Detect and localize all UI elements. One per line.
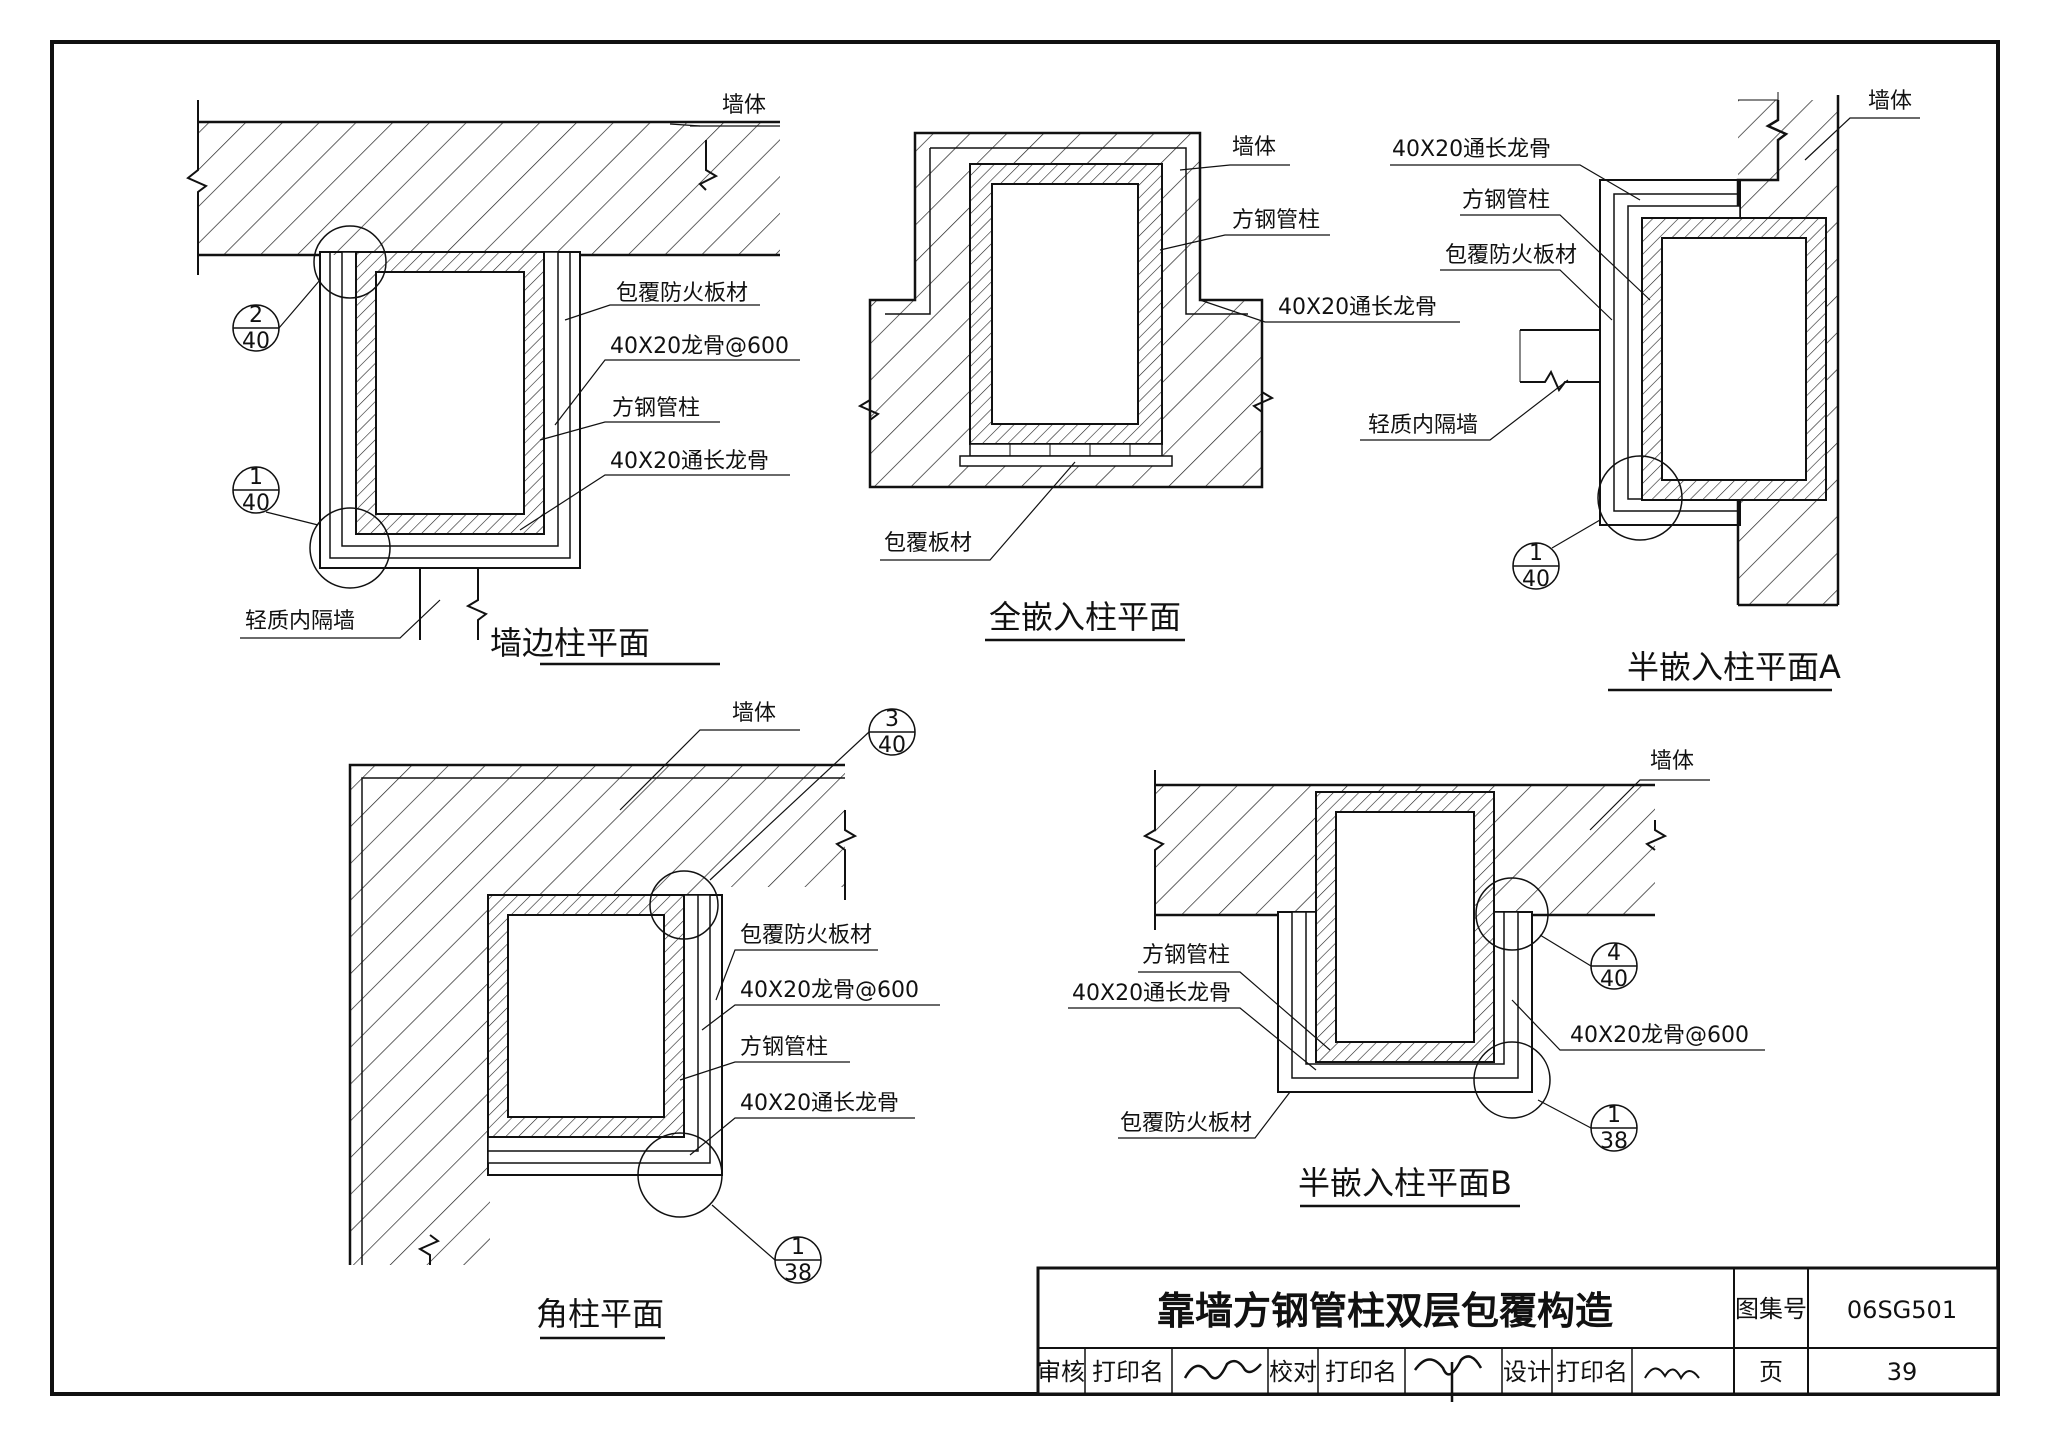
detail-ref-bubble: 1 40 xyxy=(232,465,319,526)
ref-page: 38 xyxy=(1600,1129,1628,1154)
detail-ref-bubble: 1 38 xyxy=(711,1204,822,1286)
title-block: 靠墙方钢管柱双层包覆构造 图集号 06SG501 页 39 审核 打印名 校对 … xyxy=(1036,1266,2000,1402)
label-keel600: 40X20龙骨@600 xyxy=(740,978,919,1003)
label-keel-long: 40X20通长龙骨 xyxy=(740,1091,899,1116)
label-column: 方钢管柱 xyxy=(1462,188,1550,213)
detail-ref-bubble: 1 40 xyxy=(1512,519,1601,592)
ref-page: 40 xyxy=(1522,567,1550,592)
page-number: 39 xyxy=(1887,1358,1918,1386)
ref-num: 1 xyxy=(791,1235,805,1260)
label-wall: 墙体 xyxy=(722,93,766,118)
detail-circle xyxy=(637,1132,723,1218)
panel-half-embed-b: 4 40 1 38 墙体 方钢管柱 40X20通长龙骨 40X20龙骨@600 … xyxy=(1068,749,1765,1208)
ref-page: 40 xyxy=(242,491,270,516)
label-partition: 轻质内隔墙 xyxy=(245,609,355,634)
label-column: 方钢管柱 xyxy=(740,1035,828,1060)
label-keel-long: 40X20通长龙骨 xyxy=(610,449,769,474)
print-name: 打印名 xyxy=(1325,1358,1397,1386)
panel-title: 全嵌入柱平面 xyxy=(989,598,1181,636)
ref-page: 40 xyxy=(878,733,906,758)
ref-page: 40 xyxy=(1600,967,1628,992)
label-wall: 墙体 xyxy=(1650,749,1694,774)
panel-corner-column: 3 40 1 38 墙体 包覆防火板材 40X20龙骨@600 方钢管柱 40X… xyxy=(348,701,940,1340)
label-board: 包覆防火板材 xyxy=(616,281,748,306)
detail-ref-bubble: 1 38 xyxy=(1537,1099,1638,1154)
review-label: 审核 xyxy=(1037,1358,1085,1386)
detail-ref-bubble: 4 40 xyxy=(1539,934,1638,992)
label-wall: 墙体 xyxy=(1232,135,1276,160)
sheet-border xyxy=(50,40,2000,1396)
ref-num: 1 xyxy=(249,465,263,490)
ref-num: 2 xyxy=(249,303,263,328)
label-keel600: 40X20龙骨@600 xyxy=(1570,1023,1749,1048)
detail-ref-bubble: 2 40 xyxy=(232,279,321,354)
panel-half-embed-a: 1 40 墙体 40X20通长龙骨 方钢管柱 包覆防火板材 轻质内隔墙 半嵌入柱… xyxy=(1360,89,1920,692)
label-column: 方钢管柱 xyxy=(1232,208,1320,233)
detail-circle xyxy=(1597,455,1683,541)
detail-circle xyxy=(649,870,719,940)
check-label: 校对 xyxy=(1269,1358,1317,1386)
print-name: 打印名 xyxy=(1556,1358,1628,1386)
label-keel-long: 40X20通长龙骨 xyxy=(1072,981,1231,1006)
panel-wall-edge-column: 2 40 1 40 墙体 包覆防火板材 40X20龙骨@600 方钢管柱 40X… xyxy=(186,93,800,666)
cladding-board xyxy=(969,443,1163,457)
atlas-label: 图集号 xyxy=(1735,1295,1807,1323)
ref-page: 40 xyxy=(242,329,270,354)
print-name: 打印名 xyxy=(1092,1358,1164,1386)
signature-designer xyxy=(1644,1367,1700,1381)
label-wall: 墙体 xyxy=(1868,89,1912,114)
ref-num: 3 xyxy=(885,707,899,732)
label-board: 包覆防火板材 xyxy=(1120,1111,1252,1136)
label-board: 包覆防火板材 xyxy=(1445,243,1577,268)
signature-reviewer xyxy=(1183,1359,1262,1380)
ref-num: 1 xyxy=(1607,1103,1621,1128)
label-column: 方钢管柱 xyxy=(612,396,700,421)
panel-title: 墙边柱平面 xyxy=(490,624,650,662)
label-board: 包覆板材 xyxy=(884,531,972,556)
design-label: 设计 xyxy=(1503,1358,1551,1386)
ref-num: 4 xyxy=(1607,941,1621,966)
panel-full-embed-column: 墙体 方钢管柱 40X20通长龙骨 包覆板材 全嵌入柱平面 xyxy=(857,131,1460,642)
detail-circle xyxy=(313,225,387,299)
wall-body xyxy=(198,122,780,255)
label-keel-long: 40X20通长龙骨 xyxy=(1392,137,1551,162)
label-keel-long: 40X20通长龙骨 xyxy=(1278,295,1437,320)
panel-title: 半嵌入柱平面B xyxy=(1298,1164,1512,1202)
detail-ref-bubble: 3 40 xyxy=(709,707,916,881)
ref-page: 38 xyxy=(784,1261,812,1286)
detail-circle xyxy=(1475,877,1549,951)
detail-circle xyxy=(1473,1041,1551,1119)
label-board: 包覆防火板材 xyxy=(740,923,872,948)
signature-checker xyxy=(1413,1355,1483,1402)
label-wall: 墙体 xyxy=(732,701,776,726)
ref-num: 1 xyxy=(1529,541,1543,566)
page-label: 页 xyxy=(1759,1358,1783,1386)
atlas-number: 06SG501 xyxy=(1847,1296,1957,1324)
label-keel600: 40X20龙骨@600 xyxy=(610,334,789,359)
panel-title: 半嵌入柱平面A xyxy=(1627,648,1841,686)
label-column: 方钢管柱 xyxy=(1142,943,1230,968)
drawing-title: 靠墙方钢管柱双层包覆构造 xyxy=(1157,1289,1613,1333)
detail-circle xyxy=(309,507,391,589)
label-partition: 轻质内隔墙 xyxy=(1368,413,1478,438)
panel-title: 角柱平面 xyxy=(536,1295,664,1333)
